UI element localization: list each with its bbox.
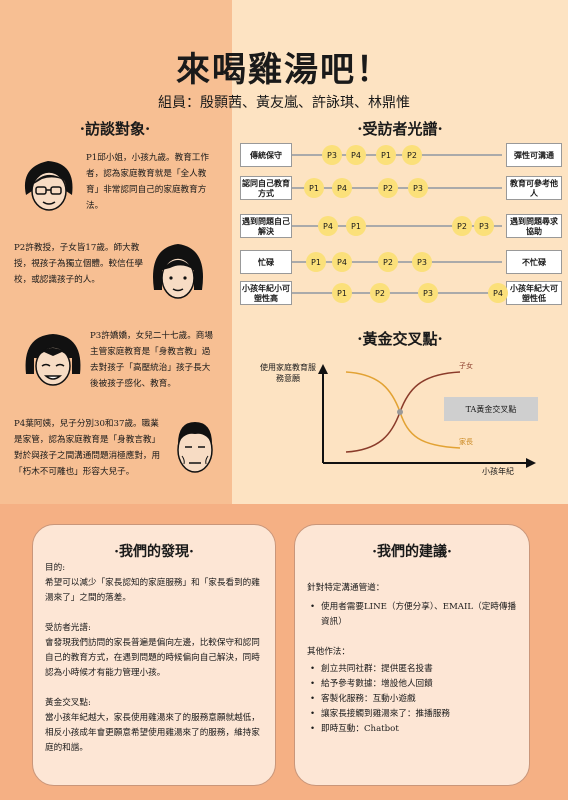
spectrum-right-label: 教育可參考他人: [506, 176, 562, 200]
interviewee-dot: P1: [304, 178, 324, 198]
spectrum-right-label: 小孩年紀大可塑性低: [506, 281, 562, 305]
x-axis-arrow-icon: [526, 458, 536, 468]
p4-profile: P4葉阿姨，兒子分別30和37歲。職業是家管，認為家庭教育是「身教言教」對於與孩…: [14, 419, 161, 477]
other-item: 客製化服務：互動小遊戲: [307, 692, 521, 707]
suggestions-body: 針對特定溝通管道： 使用者需要LINE（方便分享）、EMAIL（定時傳播資訊） …: [307, 581, 521, 737]
interviewee-dot: P3: [474, 216, 494, 236]
golden-ylabel: 使用家庭教育服務意願: [260, 363, 316, 383]
team-members: 組員：殷顥茜、黃友嵐、許詠琪、林鼎惟: [158, 95, 410, 111]
findings-card: ·我們的發現· 目的: 希望可以減少「家長認知的家庭服務」和「家長看到的雞湯來了…: [32, 524, 276, 786]
p1-profile: P1邱小姐，小孩九歲。教育工作者，認為家庭教育就是「全人教育」非常認同自己的家庭…: [86, 153, 209, 211]
p2-avatar-icon: [153, 244, 203, 299]
spectrum-left-label: 小孩年紀小可塑性高: [240, 281, 292, 305]
other-item: 讓家長接觸到雞湯來了：推播服務: [307, 707, 521, 722]
interviewee-dot: P1: [376, 145, 396, 165]
spectrum-left-label: 忙碌: [240, 250, 292, 274]
golden-callout: TA黃金交叉點: [444, 397, 538, 421]
golden-xlabel: 小孩年紀: [482, 467, 514, 476]
interviewee-dot: P4: [488, 283, 508, 303]
channel-heading: 針對特定溝通管道：: [307, 583, 385, 593]
interviewee-dot: P2: [402, 145, 422, 165]
interviewee-dot: P3: [418, 283, 438, 303]
spectrum-left-label: 遇到問題自己解決: [240, 214, 292, 238]
purpose-heading: 目的:: [45, 563, 66, 573]
interviewee-dot: P2: [378, 178, 398, 198]
other-item: 即時互動：Chatbot: [307, 722, 521, 737]
golden-text: 當小孩年紀越大，家長使用雞湯來了的服務意願就越低，相反小孩成年會更願意希望使用雞…: [45, 713, 260, 753]
spectrum-row: 小孩年紀小可塑性高 小孩年紀大可塑性低 P1 P2 P3 P4: [240, 281, 562, 307]
golden-cross-chart: [318, 364, 536, 468]
channel-list: 使用者需要LINE（方便分享）、EMAIL（定時傳播資訊）: [307, 600, 521, 630]
spectrum-line: [292, 154, 502, 156]
spectrum-right-label: 遇到問題尋求協助: [506, 214, 562, 238]
p1-avatar-icon: [24, 161, 73, 211]
child-series-label: 子女: [459, 362, 473, 370]
interviewee-dot: P3: [322, 145, 342, 165]
other-item: 給予參考數據：增設他人回饋: [307, 677, 521, 692]
spectrum-row: 認同自己教育方式 教育可參考他人 P1 P4 P2 P3: [240, 176, 562, 200]
interviewee-dot: P4: [318, 216, 338, 236]
p4-avatar-icon: [177, 422, 213, 473]
spectrum-right-label: 彈性可溝通: [506, 143, 562, 167]
page-title: 來喝雞湯吧！: [176, 50, 392, 90]
spectrum-title: ·受訪者光譜·: [357, 120, 443, 138]
interviewee-dot: P4: [332, 252, 352, 272]
other-heading: 其他作法：: [307, 647, 350, 657]
golden-heading: 黃金交叉點:: [45, 698, 91, 708]
purpose-text: 希望可以減少「家長認知的家庭服務」和「家長看到的雞湯來了」之間的落差。: [45, 578, 260, 603]
spectrum-line: [292, 292, 502, 294]
parent-series-label: 家長: [459, 438, 473, 446]
p3-avatar-icon: [25, 334, 81, 386]
findings-title: ·我們的發現·: [114, 544, 194, 560]
p3-profile: P3許嬌嬌，女兒二十七歲。商場主管家庭教育是「身教言教」過去對孩子「高壓統治」孩…: [90, 331, 213, 389]
channel-item: 使用者需要LINE（方便分享）、EMAIL（定時傳播資訊）: [307, 600, 521, 630]
suggestions-title: ·我們的建議·: [372, 544, 452, 560]
spectrum-right-label: 不忙碌: [506, 250, 562, 274]
other-item: 創立共同社群：提供匿名投書: [307, 662, 521, 677]
spectrum-left-label: 傳統保守: [240, 143, 292, 167]
spectrum-left-label: 認同自己教育方式: [240, 176, 292, 200]
spectrum-line: [292, 225, 502, 227]
findings-body: 目的: 希望可以減少「家長認知的家庭服務」和「家長看到的雞湯來了」之間的落差。 …: [45, 561, 265, 756]
suggestions-card: ·我們的建議· 針對特定溝通管道： 使用者需要LINE（方便分享）、EMAIL（…: [294, 524, 530, 786]
interviewee-dot: P1: [306, 252, 326, 272]
interviewee-dot: P2: [370, 283, 390, 303]
cross-point: [397, 409, 403, 415]
interviewee-dot: P3: [412, 252, 432, 272]
y-axis-arrow-icon: [318, 364, 328, 374]
parent-line: [345, 371, 461, 449]
interviewee-dot: P3: [408, 178, 428, 198]
interviewee-dot: P2: [378, 252, 398, 272]
interviewee-dot: P4: [332, 178, 352, 198]
spectrum-heading: 受訪者光譜:: [45, 623, 91, 633]
interviewees-title: ·訪談對象·: [79, 120, 151, 138]
other-list: 創立共同社群：提供匿名投書 給予參考數據：增設他人回饋 客製化服務：互動小遊戲 …: [307, 662, 521, 737]
interviewee-dot: P4: [346, 145, 366, 165]
spectrum-row: 忙碌 不忙碌 P1 P4 P2 P3: [240, 250, 562, 274]
interviewee-dot: P1: [332, 283, 352, 303]
golden-title: ·黃金交叉點·: [357, 330, 443, 348]
interviewee-dot: P2: [452, 216, 472, 236]
spectrum-text: 會發現我們訪問的家長普遍是偏向左邊，比較保守和認同自己的教育方式，在遇到問題的時…: [45, 638, 260, 678]
interviewee-dot: P1: [346, 216, 366, 236]
p2-profile: P2許教授，子女皆17歲。師大教授，視孩子為獨立個體。較信任學校，或認識孩子的人…: [14, 243, 143, 285]
